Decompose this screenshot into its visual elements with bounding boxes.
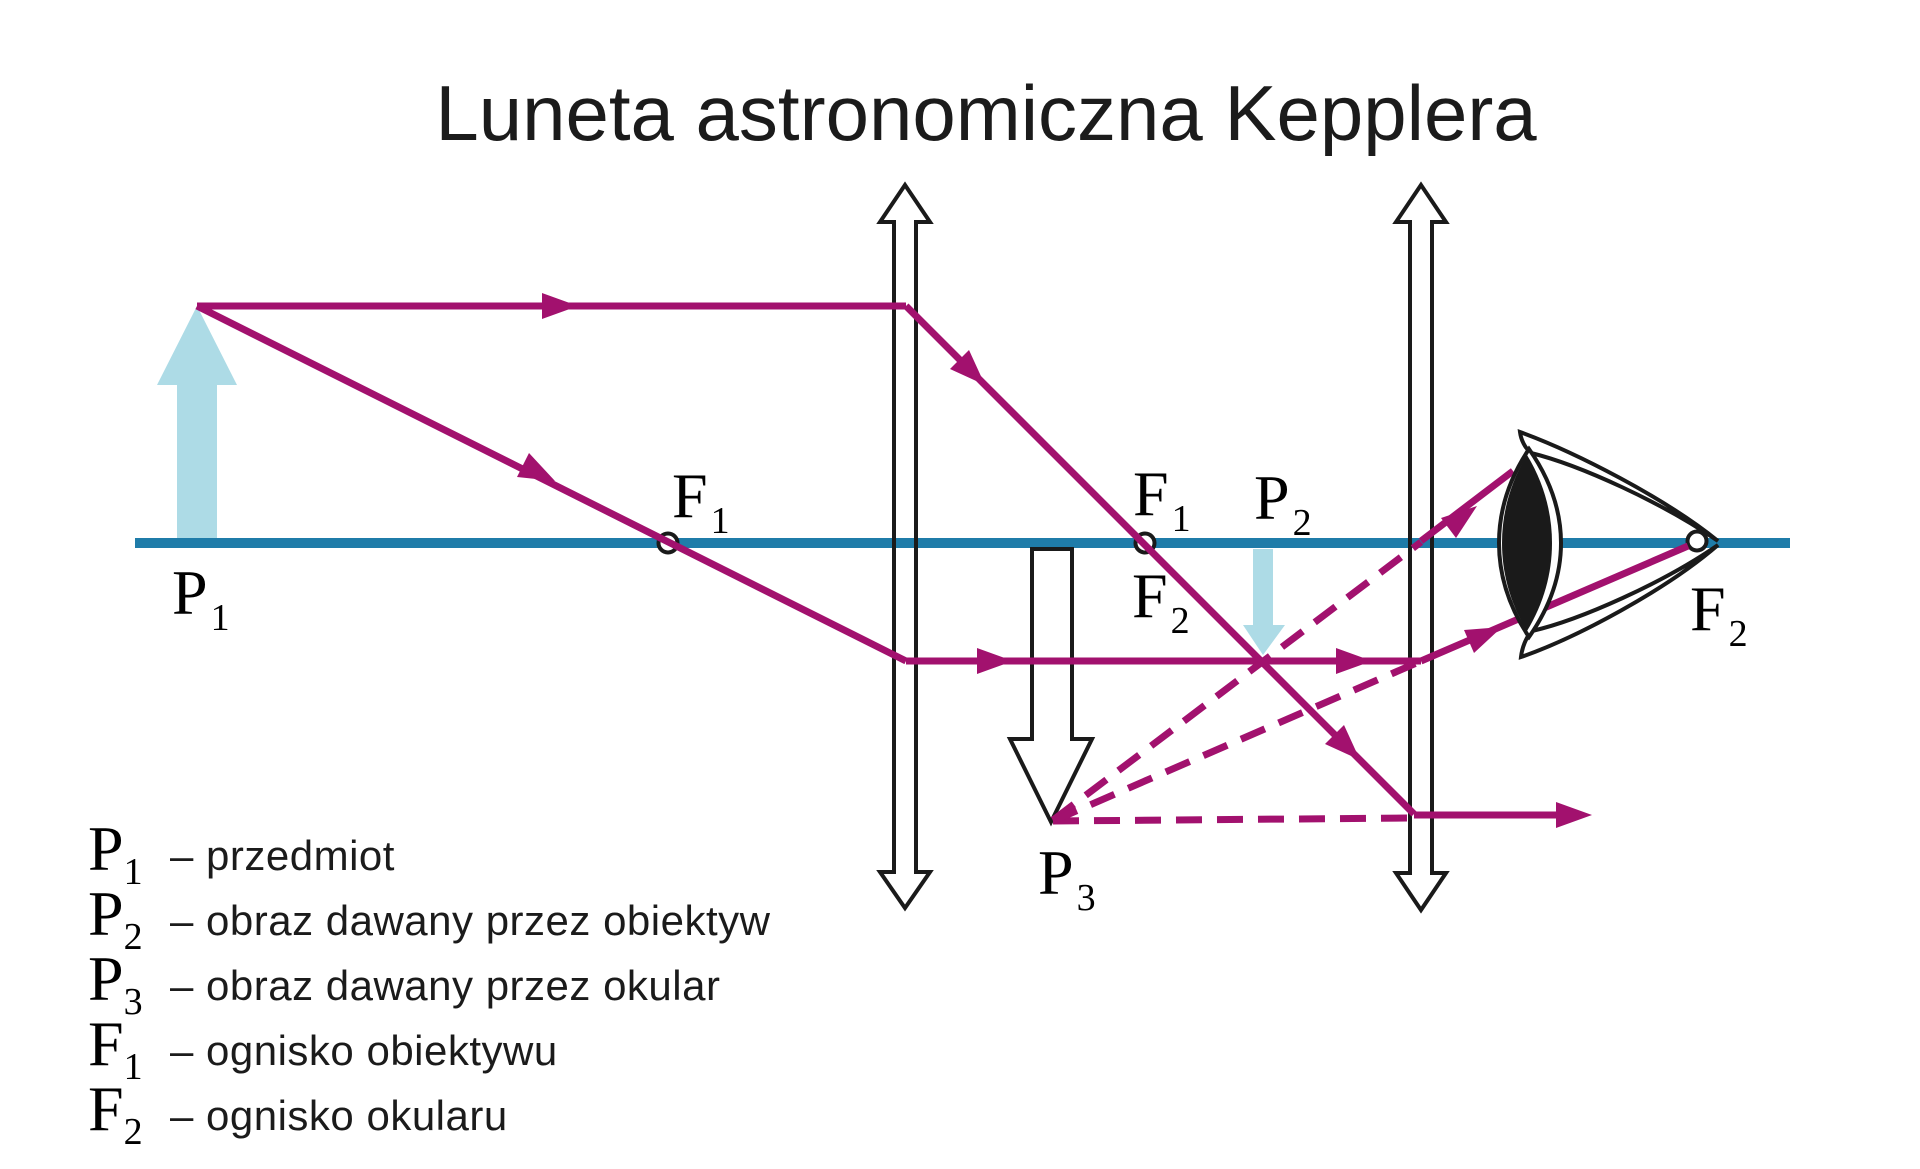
focal-point-f2-right (1685, 529, 1709, 553)
arrowhead-horizontal-below-axis-1 (977, 648, 1013, 674)
label-p3: P3 (1038, 837, 1096, 919)
legend-desc-p1: – przedmiot (170, 832, 395, 879)
virtual-ray-p3-horizontal (1052, 814, 1412, 825)
legend-item-p3: P3 – obraz dawany przez okular (88, 942, 721, 1023)
legend-item-p2: P2 – obraz dawany przez obiektyw (88, 877, 771, 958)
figure-title: Luneta astronomiczna Kepplera (435, 69, 1537, 158)
virtual-ray-p3-through-p2 (1050, 539, 1424, 823)
arrowhead-exit-bottom (1556, 802, 1592, 828)
legend-desc-f2: – ognisko okularu (170, 1092, 508, 1139)
arrowhead-ray-through-f1 (517, 453, 555, 481)
p1-object-arrow (157, 306, 237, 538)
ray-lens-center-to-eye (1418, 468, 1516, 544)
arrowhead-descending-before-eyepiece (1325, 725, 1360, 760)
label-p2: P2 (1254, 462, 1312, 544)
p3-image-arrow (1006, 547, 1096, 827)
legend-item-f1: F1 – ognisko obiektywu (88, 1007, 558, 1088)
p2-image-arrow (1243, 549, 1285, 655)
label-f2-middle: F2 (1132, 560, 1190, 642)
eyepiece-lens-arrow (1392, 181, 1450, 914)
legend-item-f2: F2 – ognisko okularu (88, 1072, 508, 1153)
legend-symbol-f1: F1 (88, 1008, 143, 1088)
legend-desc-f1: – ognisko obiektywu (170, 1027, 558, 1074)
legend-symbol-f2: F2 (88, 1073, 143, 1153)
legend-item-p1: P1 – przedmiot (88, 812, 395, 893)
arrowhead-top-ray (542, 293, 578, 319)
legend-desc-p3: – obraz dawany przez okular (170, 962, 721, 1009)
legend-symbol-p3: P3 (88, 943, 143, 1023)
objective-lens-arrow (876, 181, 934, 912)
arrowhead-descending-after-objective (950, 350, 985, 385)
ray-through-f1-descending (195, 302, 908, 665)
legend-symbol-p1: P1 (88, 813, 143, 893)
label-f1-middle: F1 (1133, 458, 1191, 540)
ray-eyepiece-to-f2 (1419, 542, 1690, 665)
ray-objective-to-eyepiece-descending (903, 303, 1417, 817)
label-f2-right: F2 (1690, 573, 1748, 655)
arrowhead-to-f2 (1464, 627, 1502, 653)
eye-iris (1502, 455, 1552, 631)
arrowhead-to-eye (1441, 506, 1477, 538)
label-f1-left: F1 (672, 460, 730, 542)
legend-symbol-p2: P2 (88, 878, 143, 958)
virtual-ray-p3-to-eyepiece (1051, 657, 1423, 825)
label-p1: P1 (172, 557, 230, 639)
arrowhead-horizontal-below-axis-2 (1336, 648, 1372, 674)
legend-desc-p2: – obraz dawany przez obiektyw (170, 897, 771, 944)
